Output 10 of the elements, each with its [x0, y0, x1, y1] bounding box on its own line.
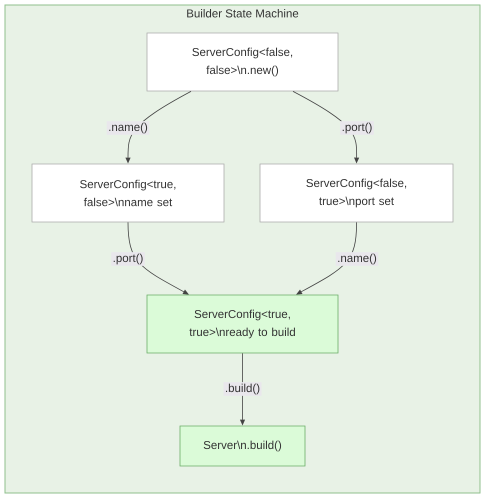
state-box: ServerConfig<true, true>\nready to build	[146, 294, 338, 354]
state-box: ServerConfig<false, false>\n.new()	[146, 32, 338, 92]
edge-label: .name()	[106, 121, 150, 135]
edge-label: .port()	[340, 121, 374, 135]
state-box: Server\n.build()	[180, 426, 306, 466]
state-box: ServerConfig<true, false>\nname set	[32, 164, 224, 222]
state-box: ServerConfig<false, true>\nport set	[260, 164, 454, 222]
edge-label: .build()	[223, 382, 262, 396]
edge-label: .port()	[111, 252, 145, 266]
edge-label: .name()	[336, 252, 378, 266]
